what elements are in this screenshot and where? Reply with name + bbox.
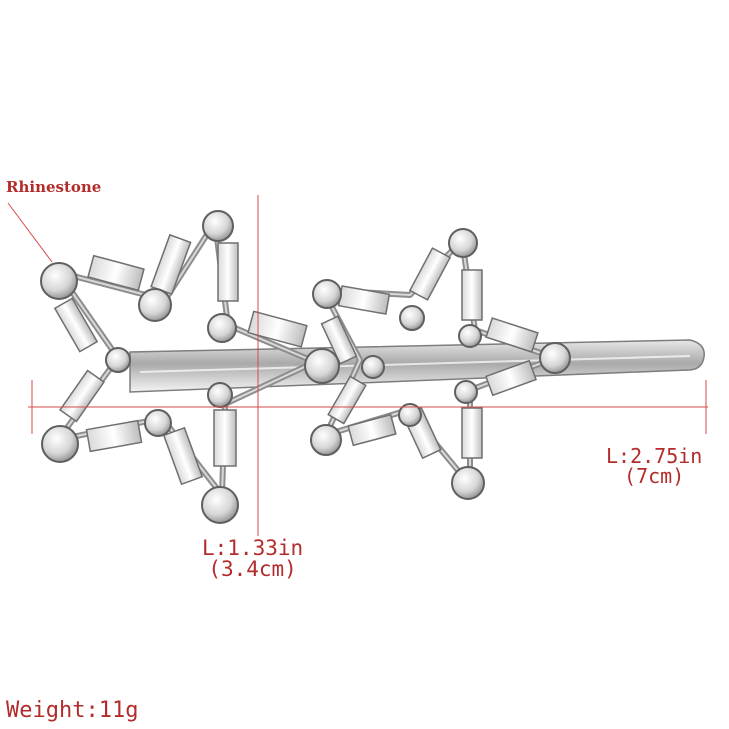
width-metric: (3.4cm) [208, 557, 297, 581]
round-crystals [40, 210, 571, 524]
length-imperial: L:2.75in [606, 444, 703, 468]
baguette-crystals [53, 233, 539, 486]
length-dimension-label: L:2.75in (7cm) [606, 446, 702, 486]
length-metric: (7cm) [624, 464, 685, 488]
width-dimension-label: L:1.33in (3.4cm) [202, 538, 303, 580]
dimension-lines [7, 195, 708, 536]
weight-label: Weight:11g [6, 698, 139, 723]
width-imperial: L:1.33in [202, 536, 304, 560]
rhinestone-callout: Rhinestone [6, 178, 102, 196]
